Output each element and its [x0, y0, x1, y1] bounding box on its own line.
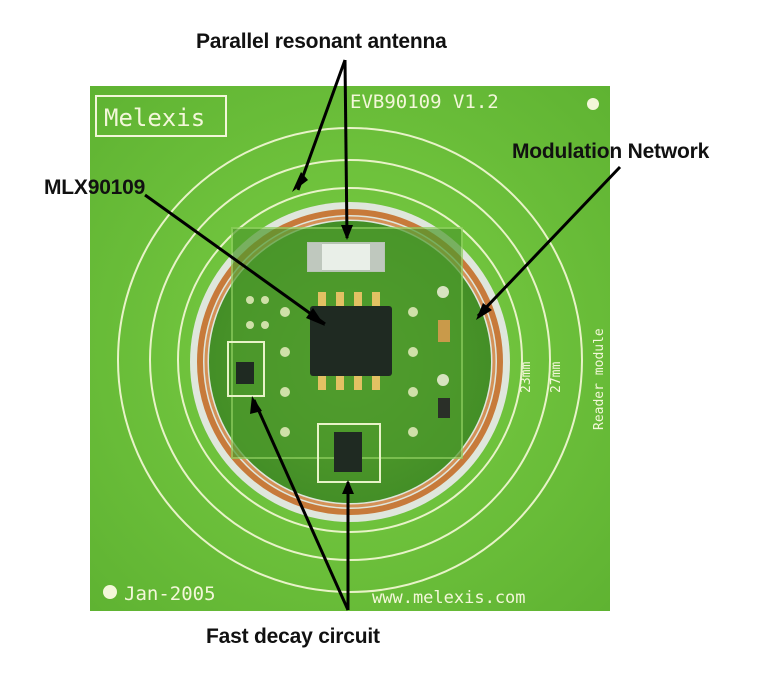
chip-pins-top	[318, 292, 380, 306]
antenna-coil-inner	[204, 216, 496, 508]
silk-ring-middle	[149, 159, 551, 561]
board-url: www.melexis.com	[372, 588, 526, 608]
side-label: Reader module	[592, 328, 607, 430]
modulation-via-1	[437, 286, 449, 298]
arrowhead-fast-decay-left	[250, 396, 262, 414]
silk-ring-inner	[177, 187, 523, 533]
modulation-cap	[438, 320, 450, 342]
arrow-modulation	[476, 165, 622, 318]
arrow-mlx	[144, 193, 326, 326]
arrow-antenna-coil	[296, 59, 347, 191]
capacitor-end-right	[370, 243, 384, 271]
logo-text: Melexis	[104, 104, 205, 132]
modulation-via-2	[437, 374, 449, 386]
arrowhead-antenna-cap	[341, 225, 353, 240]
arrow-heads	[250, 172, 492, 494]
arrowhead-mlx	[306, 308, 325, 326]
arrow-fast-decay-left	[252, 399, 350, 611]
arrowhead-fast-decay-bottom	[342, 480, 354, 494]
bottom-transistor	[334, 432, 362, 472]
corner-mark-bottom	[103, 585, 117, 599]
corner-mark-top	[587, 98, 599, 110]
board-version: EVB90109 V1.2	[350, 91, 499, 113]
label-fast-decay-circuit: Fast decay circuit	[206, 625, 380, 648]
label-modulation-network: Modulation Network	[512, 140, 710, 163]
silk-ring-outer	[117, 127, 583, 593]
arrowhead-antenna-coil	[292, 172, 308, 192]
label-parallel-resonant-antenna: Parallel resonant antenna	[196, 30, 447, 53]
board-date: Jan-2005	[124, 583, 216, 605]
arrowhead-modulation	[476, 303, 492, 320]
chip-pins-bottom	[318, 376, 380, 390]
left-component-frame	[227, 341, 265, 397]
callout-arrows	[144, 59, 622, 611]
arrow-antenna-cap	[343, 59, 349, 239]
ring-label-27mm: 27mm	[549, 362, 564, 393]
modulation-resistor	[438, 398, 450, 418]
left-transistor	[236, 362, 254, 384]
pad-grid	[246, 296, 418, 437]
ring-label-23mm: 23mm	[519, 362, 534, 393]
mlx-chip	[310, 306, 392, 376]
capacitor-end-left	[308, 243, 322, 271]
antenna-coil	[197, 209, 503, 515]
label-mlx90109: MLX90109	[44, 176, 146, 199]
logo-frame	[95, 95, 227, 137]
